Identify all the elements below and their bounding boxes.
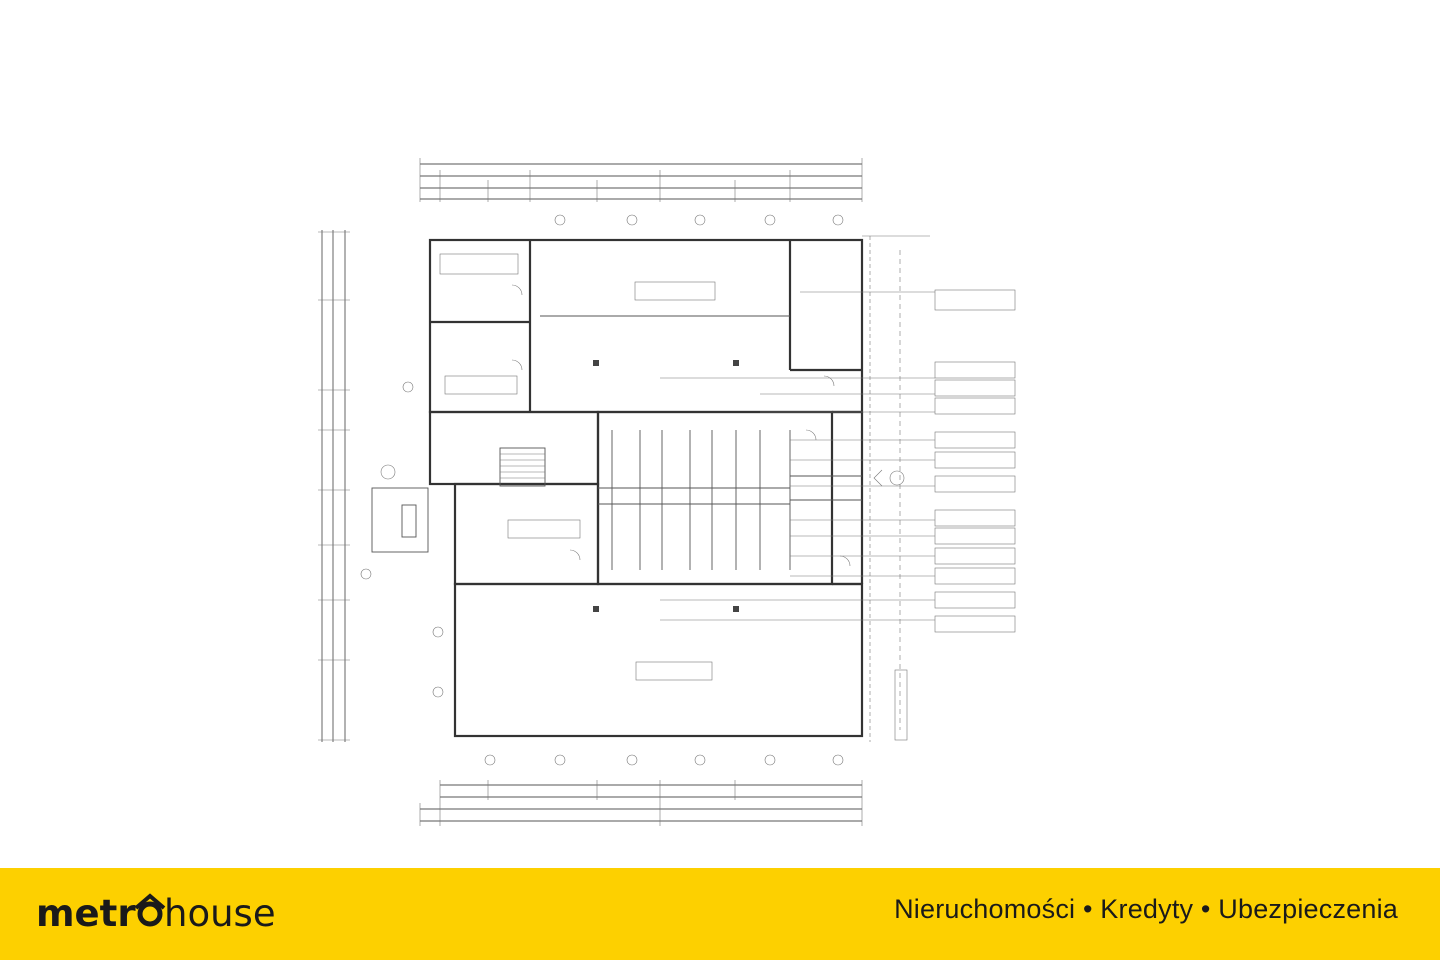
footer-tagline: Nieruchomości • Kredyty • Ubezpieczenia <box>894 894 1398 924</box>
axis-markers-top <box>360 214 844 766</box>
building-walls <box>371 235 1016 742</box>
house-roof-icon <box>134 893 166 927</box>
metrohouse-logo-mark: metr house <box>36 892 276 935</box>
svg-text:metr: metr <box>36 892 136 935</box>
floor-plan-drawing <box>318 158 1016 826</box>
footer-bar: metr house Nieruchomości • Kredyty • Ube… <box>0 868 1440 960</box>
top-dimension-lines <box>419 158 863 202</box>
left-dimension-lines <box>318 230 350 742</box>
floor-plan-area <box>318 158 1016 826</box>
bottom-dimension-lines <box>419 780 863 826</box>
svg-text:house: house <box>164 892 276 935</box>
metrohouse-logo[interactable]: metr house <box>36 890 366 938</box>
